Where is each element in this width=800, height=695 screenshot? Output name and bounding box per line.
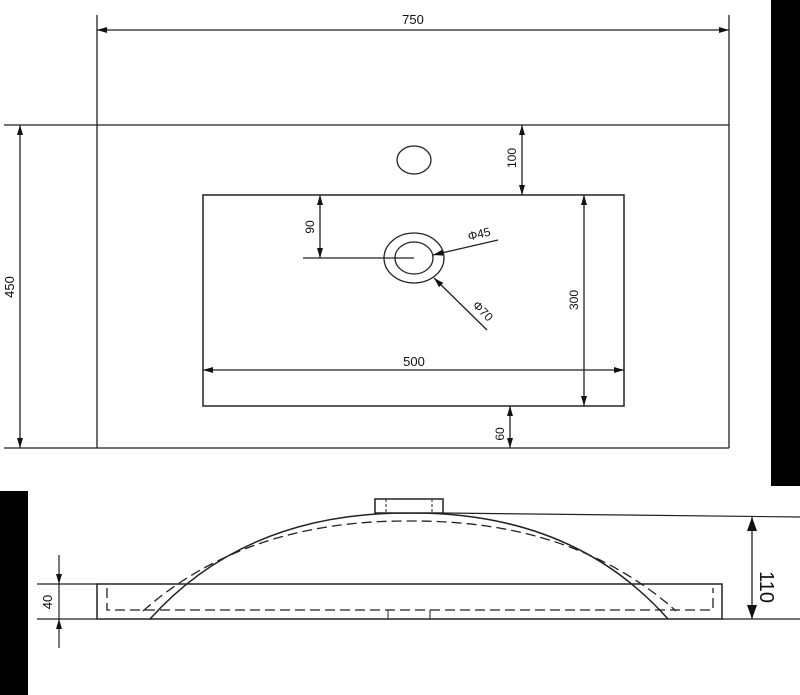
basin-outline [202,194,625,407]
slab-outline [96,583,723,620]
label-back-to-basin: 100 [505,148,519,168]
left-black-bar [0,491,28,695]
label-overall-depth: 450 [2,276,17,298]
label-basin-to-front: 60 [493,427,507,441]
label-drain-outer-diameter: Φ70 [470,298,496,324]
drain-box [374,498,444,514]
tap-hole [396,145,432,175]
label-drain-offset: 90 [303,220,317,234]
label-slab-thickness: 40 [40,595,55,609]
corner-black-block [771,470,800,486]
drain-outer [383,232,445,284]
label-overall-width: 750 [402,12,424,27]
label-drain-inner-diameter: Φ45 [466,225,492,244]
label-basin-depth: 300 [567,290,581,310]
label-total-height: 110 [755,571,777,603]
label-basin-width: 500 [403,354,425,369]
right-black-bar [771,0,800,485]
top-view [4,15,730,449]
side-view [37,498,800,648]
drain-inner [394,241,434,275]
